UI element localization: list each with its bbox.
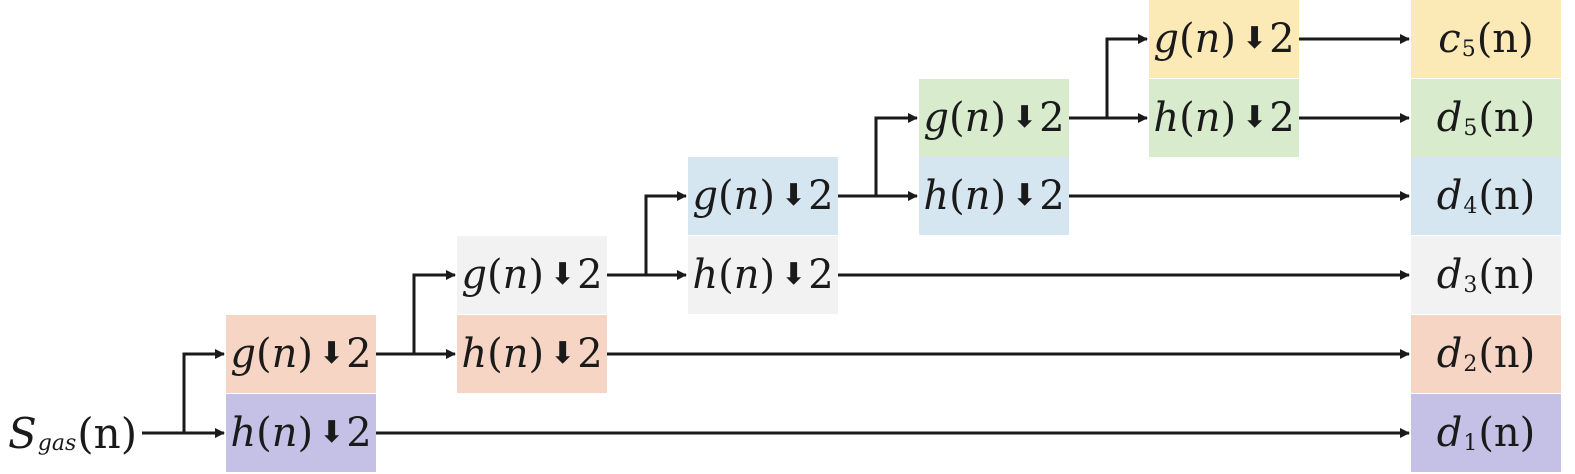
output-subscript: 1 <box>1463 430 1478 456</box>
downsample-arrow-icon: ⬇ <box>550 256 576 292</box>
level3-highpass-block: h(n)⬇2 <box>688 236 838 314</box>
level1-highpass-block: h(n)⬇2 <box>226 394 376 472</box>
lowpass-filter-symbol: g <box>692 173 719 219</box>
downsample-factor: 2 <box>1269 95 1295 141</box>
downsample-arrow-icon: ⬇ <box>1012 99 1038 135</box>
level2-highpass-block: h(n)⬇2 <box>457 315 607 393</box>
level2-to-level3-lowpass-arrow <box>644 191 687 275</box>
output-symbol: d <box>1436 173 1463 219</box>
output-arg: (n) <box>1478 252 1536 298</box>
level1-lowpass-block: g(n)⬇2 <box>226 315 376 393</box>
output-subscript: 3 <box>1463 272 1478 298</box>
downsample-arrow-icon: ⬇ <box>319 335 345 371</box>
downsample-arrow-icon: ⬇ <box>319 414 345 450</box>
lowpass-filter-symbol: g <box>923 95 950 141</box>
output-symbol: d <box>1436 252 1463 298</box>
filter-variable: n <box>502 252 529 298</box>
filter-variable: n <box>1194 16 1221 62</box>
lowpass-filter-symbol: g <box>230 331 257 377</box>
downsample-arrow-icon: ⬇ <box>1242 99 1268 135</box>
filter-variable: n <box>271 331 298 377</box>
output-arg: (n) <box>1478 95 1536 141</box>
downsample-arrow-icon: ⬇ <box>550 335 576 371</box>
output-subscript: 2 <box>1463 351 1478 377</box>
level5-highpass-block: h(n)⬇2 <box>1149 79 1299 157</box>
output-arg: (n) <box>1478 173 1536 219</box>
downsample-factor: 2 <box>577 252 603 298</box>
downsample-factor: 2 <box>808 173 834 219</box>
output-arg: (n) <box>1478 331 1536 377</box>
level1-to-level2-lowpass-arrow <box>412 270 456 354</box>
output-arg: (n) <box>1478 410 1536 456</box>
highpass-filter-symbol: h <box>461 331 488 377</box>
output-subscript: 5 <box>1461 36 1476 62</box>
level2-lowpass-block: g(n)⬇2 <box>457 236 607 314</box>
level4-highpass-block: h(n)⬇2 <box>919 157 1069 235</box>
filter-variable: n <box>1194 95 1221 141</box>
level3-to-level4-lowpass-arrow <box>874 113 918 196</box>
input-to-lowpass-arrow <box>182 349 225 433</box>
level5-lowpass-block: g(n)⬇2 <box>1149 0 1299 78</box>
downsample-arrow-icon: ⬇ <box>781 177 807 213</box>
output-subscript: 4 <box>1463 193 1478 219</box>
output-subscript: 5 <box>1463 115 1478 141</box>
filter-variable: n <box>964 173 991 219</box>
lowpass-filter-symbol: g <box>1153 16 1180 62</box>
output-symbol: d <box>1436 410 1463 456</box>
highpass-filter-symbol: h <box>1153 95 1180 141</box>
highpass-filter-symbol: h <box>923 173 950 219</box>
output-symbol: c <box>1438 16 1461 62</box>
filter-variable: n <box>964 95 991 141</box>
input-signal-subscript: gas <box>37 430 77 456</box>
downsample-factor: 2 <box>1039 95 1065 141</box>
downsample-factor: 2 <box>1039 173 1065 219</box>
downsample-factor: 2 <box>1269 16 1295 62</box>
highpass-filter-symbol: h <box>230 410 257 456</box>
level3-lowpass-block: g(n)⬇2 <box>688 157 838 235</box>
downsample-factor: 2 <box>346 410 372 456</box>
lowpass-filter-symbol: g <box>461 252 488 298</box>
downsample-factor: 2 <box>346 331 372 377</box>
filter-variable: n <box>733 173 760 219</box>
input-signal-arg: (n) <box>77 408 138 458</box>
filter-variable: n <box>733 252 760 298</box>
output-symbol: d <box>1436 331 1463 377</box>
level4-lowpass-block: g(n)⬇2 <box>919 79 1069 157</box>
level4-to-level5-lowpass-arrow <box>1105 34 1148 118</box>
output-symbol: d <box>1436 95 1463 141</box>
downsample-factor: 2 <box>577 331 603 377</box>
filter-variable: n <box>271 410 298 456</box>
downsample-arrow-icon: ⬇ <box>781 256 807 292</box>
downsample-arrow-icon: ⬇ <box>1242 20 1268 56</box>
input-signal-symbol: S <box>8 408 37 458</box>
highpass-filter-symbol: h <box>692 252 719 298</box>
downsample-factor: 2 <box>808 252 834 298</box>
output-arg: (n) <box>1476 16 1534 62</box>
filter-variable: n <box>502 331 529 377</box>
downsample-arrow-icon: ⬇ <box>1012 177 1038 213</box>
